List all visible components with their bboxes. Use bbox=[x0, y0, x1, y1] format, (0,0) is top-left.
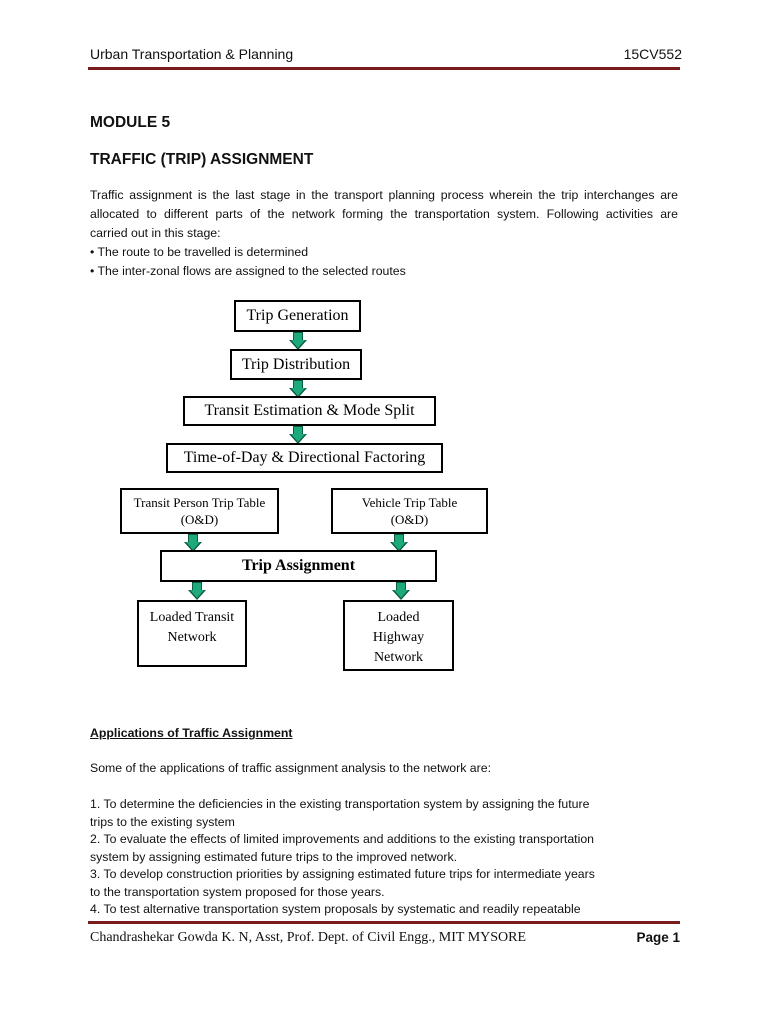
arrow-down-icon bbox=[289, 426, 307, 444]
arrow-down-icon bbox=[289, 332, 307, 350]
page-number: Page 1 bbox=[636, 930, 680, 945]
intro-bullet: • The inter-zonal flows are assigned to … bbox=[90, 264, 406, 278]
list-item: system by assigning estimated future tri… bbox=[90, 849, 458, 864]
box-label: Vehicle Trip Table bbox=[361, 495, 458, 510]
list-item: trips to the existing system bbox=[90, 814, 235, 829]
section-title: TRAFFIC (TRIP) ASSIGNMENT bbox=[90, 151, 314, 168]
box-loaded-highway: Loaded Highway Network bbox=[343, 600, 454, 671]
box-label: Network bbox=[374, 650, 423, 665]
box-factoring: Time-of-Day & Directional Factoring bbox=[166, 443, 443, 473]
applications-intro: Some of the applications of traffic assi… bbox=[90, 761, 491, 775]
box-label: (O&D) bbox=[390, 512, 429, 527]
applications-list: 1. To determine the deficiencies in the … bbox=[90, 796, 690, 919]
list-item: 3. To develop construction priorities by… bbox=[90, 867, 595, 881]
arrow-down-icon bbox=[392, 582, 410, 600]
applications-heading: Applications of Traffic Assignment bbox=[90, 726, 293, 740]
intro-line: carried out in this stage: bbox=[90, 226, 221, 240]
box-label: Time-of-Day & Directional Factoring bbox=[183, 449, 426, 466]
box-trip-distribution: Trip Distribution bbox=[230, 349, 362, 380]
box-label: Trip Assignment bbox=[241, 557, 356, 574]
box-label: Trip Distribution bbox=[241, 355, 351, 373]
running-header-title: Urban Transportation & Planning bbox=[90, 46, 294, 62]
box-mode-split: Transit Estimation & Mode Split bbox=[183, 396, 436, 426]
box-label: (O&D) bbox=[180, 512, 219, 527]
list-item: 4. To test alternative transportation sy… bbox=[90, 902, 581, 916]
arrow-down-icon bbox=[184, 534, 202, 552]
box-label: Trip Generation bbox=[246, 307, 349, 324]
box-vehicle-trip-table: Vehicle Trip Table (O&D) bbox=[331, 488, 488, 534]
intro-line: Traffic assignment is the last stage in … bbox=[90, 188, 678, 202]
list-item: to the transportation system proposed fo… bbox=[90, 884, 385, 899]
box-trip-generation: Trip Generation bbox=[234, 300, 361, 332]
footer-rule bbox=[88, 921, 680, 924]
box-label: Loaded bbox=[377, 610, 420, 625]
footer-author: Chandrashekar Gowda K. N, Asst, Prof. De… bbox=[90, 930, 527, 945]
module-title: MODULE 5 bbox=[90, 114, 171, 131]
box-label: Highway bbox=[372, 630, 425, 645]
box-loaded-transit: Loaded Transit Network bbox=[137, 600, 247, 667]
box-transit-trip-table: Transit Person Trip Table (O&D) bbox=[120, 488, 279, 534]
running-header-code: 15CV552 bbox=[623, 46, 682, 62]
arrow-down-icon bbox=[289, 380, 307, 398]
list-item: 1. To determine the deficiencies in the … bbox=[90, 797, 590, 811]
arrow-down-icon bbox=[390, 534, 408, 552]
intro-bullet: • The route to be travelled is determine… bbox=[90, 245, 309, 259]
box-label: Transit Person Trip Table bbox=[133, 495, 266, 510]
list-item: 2. To evaluate the effects of limited im… bbox=[90, 832, 595, 846]
header-rule bbox=[88, 67, 680, 70]
box-label: Transit Estimation & Mode Split bbox=[204, 402, 415, 419]
intro-line: allocated to different parts of the netw… bbox=[90, 207, 678, 221]
box-label: Network bbox=[167, 630, 217, 645]
box-label: Loaded Transit bbox=[149, 610, 235, 625]
arrow-down-icon bbox=[188, 582, 206, 600]
box-trip-assignment: Trip Assignment bbox=[160, 550, 437, 582]
intro-paragraph: Traffic assignment is the last stage in … bbox=[90, 186, 678, 281]
